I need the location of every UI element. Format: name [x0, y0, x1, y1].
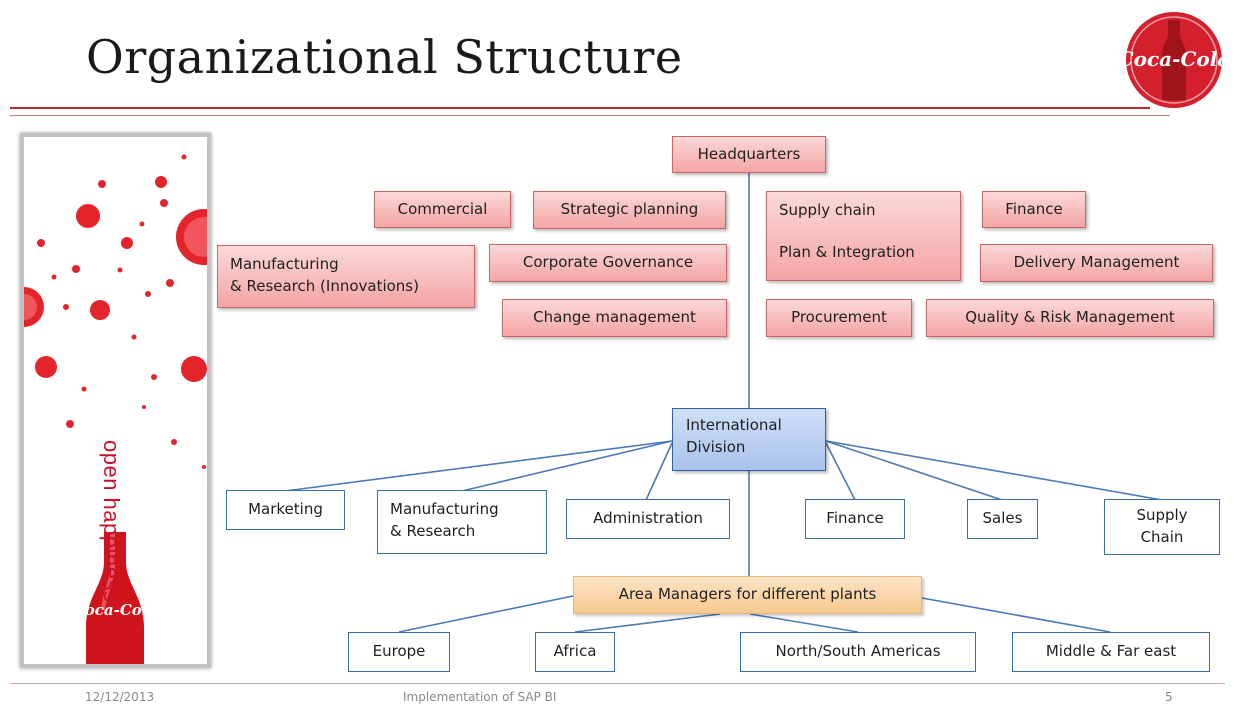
page-title: Organizational Structure	[86, 30, 683, 84]
node-marketing: Marketing	[226, 490, 345, 530]
plan-integration-label: Plan & Integration	[779, 242, 915, 261]
division-line2: Division	[686, 437, 746, 456]
header-rule-top	[10, 107, 1150, 109]
node-administration: Administration	[566, 499, 730, 539]
node-change-management: Change management	[502, 299, 727, 337]
manufacturing-line1: Manufacturing	[230, 255, 339, 273]
bottle-wordmark: Coca-Cola	[73, 601, 157, 619]
node-corporate-governance: Corporate Governance	[489, 244, 727, 282]
node-sales: Sales	[967, 499, 1038, 539]
node-quality-risk-management: Quality & Risk Management	[926, 299, 1214, 337]
node-division-manufacturing: Manufacturing & Research	[377, 490, 547, 554]
node-middle-far-east: Middle & Far east	[1012, 632, 1210, 672]
node-supply-chain: Supply Chain	[1104, 499, 1220, 555]
node-manufacturing-research-innovations: Manufacturing & Research (Innovations)	[217, 245, 475, 308]
node-delivery-management: Delivery Management	[980, 244, 1213, 282]
strategic-planning-label: Strategic planning	[560, 200, 699, 219]
footer-date: 12/12/2013	[85, 690, 155, 704]
supply-line2: Chain	[1140, 528, 1184, 546]
node-commercial: Commercial	[374, 191, 511, 228]
change-management-label: Change management	[533, 308, 696, 327]
division-line1: International	[686, 416, 782, 434]
node-procurement: Procurement	[766, 299, 912, 337]
middle-far-east-label: Middle & Far east	[1045, 642, 1177, 661]
node-africa: Africa	[535, 632, 615, 672]
footer-rule	[10, 683, 1225, 684]
marketing-label: Marketing	[248, 500, 323, 519]
division-manufacturing-line2: & Research	[390, 521, 476, 540]
coca-cola-logo: Coca-Cola	[1118, 10, 1230, 110]
area-managers-label: Area Managers for different plants	[618, 585, 877, 604]
page-number: 5	[1165, 690, 1173, 704]
node-international-division: International Division	[672, 408, 826, 471]
node-americas: North/South Americas	[740, 632, 976, 672]
node-strategic-planning: Strategic planning	[533, 191, 726, 229]
americas-label: North/South Americas	[775, 642, 941, 661]
node-supply-chain-plan-integration: Supply chain Plan & Integration	[766, 191, 961, 281]
procurement-label: Procurement	[791, 308, 887, 327]
headquarters-label: Headquarters	[697, 144, 801, 163]
logo-wordmark: Coca-Cola	[1124, 47, 1224, 71]
corporate-governance-label: Corporate Governance	[522, 253, 694, 272]
delivery-management-label: Delivery Management	[1013, 253, 1180, 272]
footer-subject: Implementation of SAP BI	[403, 690, 557, 704]
manufacturing-line2: & Research (Innovations)	[230, 276, 419, 295]
node-headquarters: Headquarters	[672, 136, 826, 173]
quality-risk-label: Quality & Risk Management	[965, 308, 1175, 327]
division-finance-label: Finance	[826, 509, 884, 528]
header-rule-bottom	[10, 115, 1170, 116]
hq-finance-label: Finance	[1005, 199, 1063, 218]
node-area-managers: Area Managers for different plants	[573, 576, 922, 614]
node-hq-finance: Finance	[982, 191, 1086, 228]
node-division-finance: Finance	[805, 499, 905, 539]
side-brand-panel: Coca-Cola	[20, 133, 211, 668]
europe-label: Europe	[372, 642, 426, 661]
node-europe: Europe	[348, 632, 450, 672]
commercial-label: Commercial	[397, 199, 488, 218]
africa-label: Africa	[553, 642, 597, 661]
administration-label: Administration	[593, 509, 703, 528]
division-manufacturing-line1: Manufacturing	[390, 500, 499, 518]
supply-chain-label: Supply chain	[779, 201, 876, 219]
sales-label: Sales	[982, 509, 1023, 528]
supply-line1: Supply	[1136, 506, 1188, 525]
